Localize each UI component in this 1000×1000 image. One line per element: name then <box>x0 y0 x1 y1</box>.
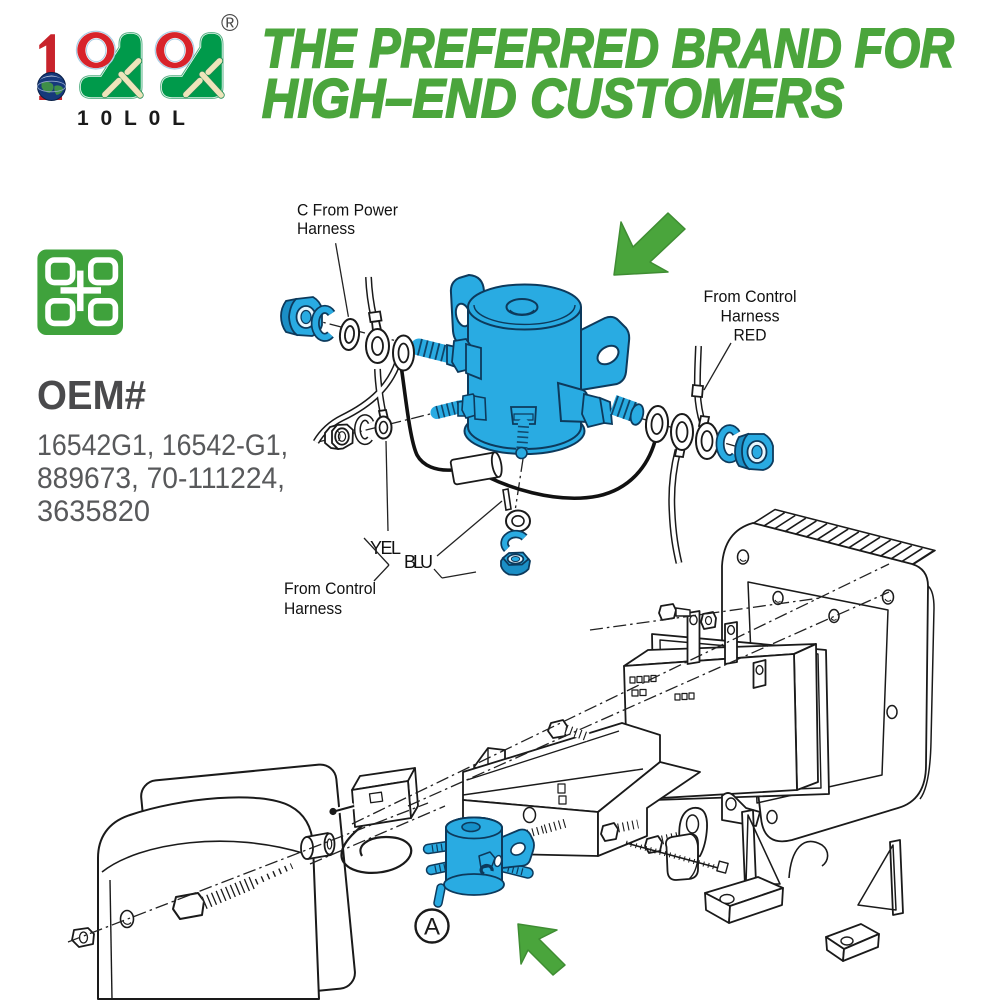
svg-text:C From Power: C From Power <box>297 202 398 220</box>
svg-text:A: A <box>424 914 440 941</box>
svg-text:Harness: Harness <box>297 220 355 238</box>
svg-text:From Control: From Control <box>704 288 797 306</box>
svg-text:THE PREFERRED BRAND FOR: THE PREFERRED BRAND FOR <box>262 17 954 79</box>
svg-text:BLU: BLU <box>404 552 433 572</box>
svg-text:YEL: YEL <box>370 538 401 558</box>
svg-text:1: 1 <box>34 11 65 122</box>
svg-text:From Control: From Control <box>284 580 376 598</box>
svg-text:10L0L: 10L0L <box>77 107 185 130</box>
svg-text:OEM#: OEM# <box>37 372 146 418</box>
svg-text:Harness: Harness <box>721 308 780 326</box>
svg-text:16542G1, 16542-G1,: 16542G1, 16542-G1, <box>37 429 288 462</box>
svg-text:889673, 70-111224,: 889673, 70-111224, <box>37 462 285 495</box>
svg-text:HIGH–END CUSTOMERS: HIGH–END CUSTOMERS <box>262 67 844 129</box>
svg-text:Harness: Harness <box>284 600 342 618</box>
svg-text:RED: RED <box>734 327 767 345</box>
svg-text:3635820: 3635820 <box>37 495 150 528</box>
svg-text:®: ® <box>221 10 239 37</box>
